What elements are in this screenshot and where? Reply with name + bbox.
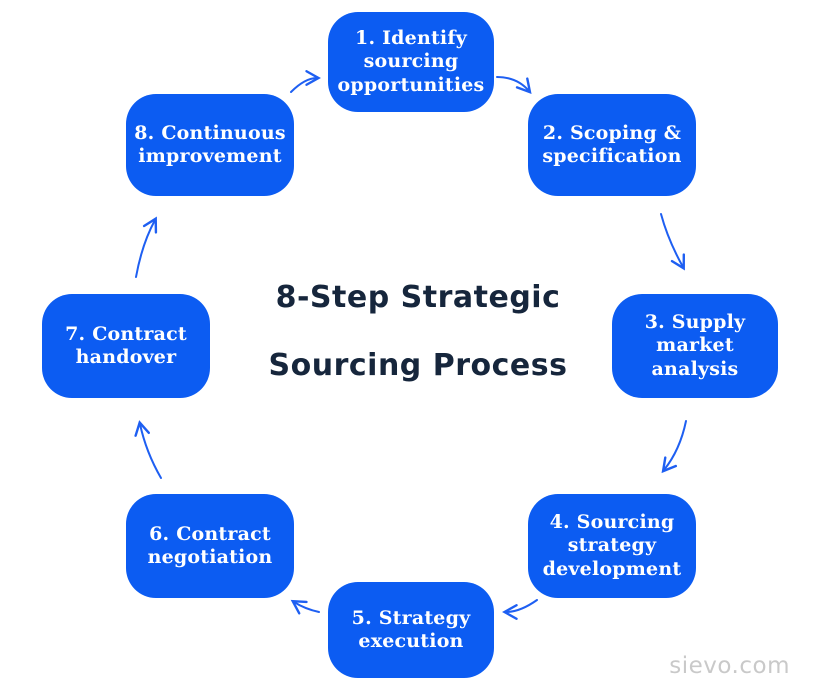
arrow-7-to-8-icon [135,216,158,278]
step-label-1: 1. Identify sourcing opportunities [337,27,485,96]
step-label-3: 3. Supply market analysis [644,311,746,380]
arrow-2-to-3-icon [660,213,686,271]
step-box-5-strategy-execution: 5. Strategy execution [328,582,494,678]
step-box-3-supply-market-analysis: 3. Supply market analysis [612,294,778,398]
arrow-8-to-1-icon [290,70,321,93]
arrow-6-to-7-icon [134,420,162,479]
step-box-6-contract-negotiation: 6. Contract negotiation [126,494,294,598]
arrow-3-to-4-icon [661,420,687,474]
page-title: 8-Step Strategic Sourcing Process [238,280,598,383]
arrow-4-to-5-icon [502,599,538,620]
step-box-8-continuous-improvement: 8. Continuous improvement [126,94,294,196]
step-label-4: 4. Sourcing strategy development [542,511,682,580]
step-box-4-sourcing-strategy-development: 4. Sourcing strategy development [528,494,696,598]
step-label-2: 2. Scoping & specification [542,121,682,167]
step-box-1-identify-sourcing-opportunities: 1. Identify sourcing opportunities [328,12,494,112]
footer-brand-text: sievo.com [669,653,790,679]
step-box-7-contract-handover: 7. Contract handover [42,294,210,398]
step-label-8: 8. Continuous improvement [134,121,286,167]
step-label-7: 7. Contract handover [65,322,187,368]
step-label-6: 6. Contract negotiation [147,522,273,568]
page-title-line-1: 8-Step Strategic [275,280,561,315]
arrow-1-to-2-icon [496,76,532,94]
step-label-5: 5. Strategy execution [351,606,471,652]
arrow-5-to-6-icon [290,599,320,615]
page-title-line-2: Sourcing Process [268,348,568,383]
step-box-2-scoping-specification: 2. Scoping & specification [528,94,696,196]
